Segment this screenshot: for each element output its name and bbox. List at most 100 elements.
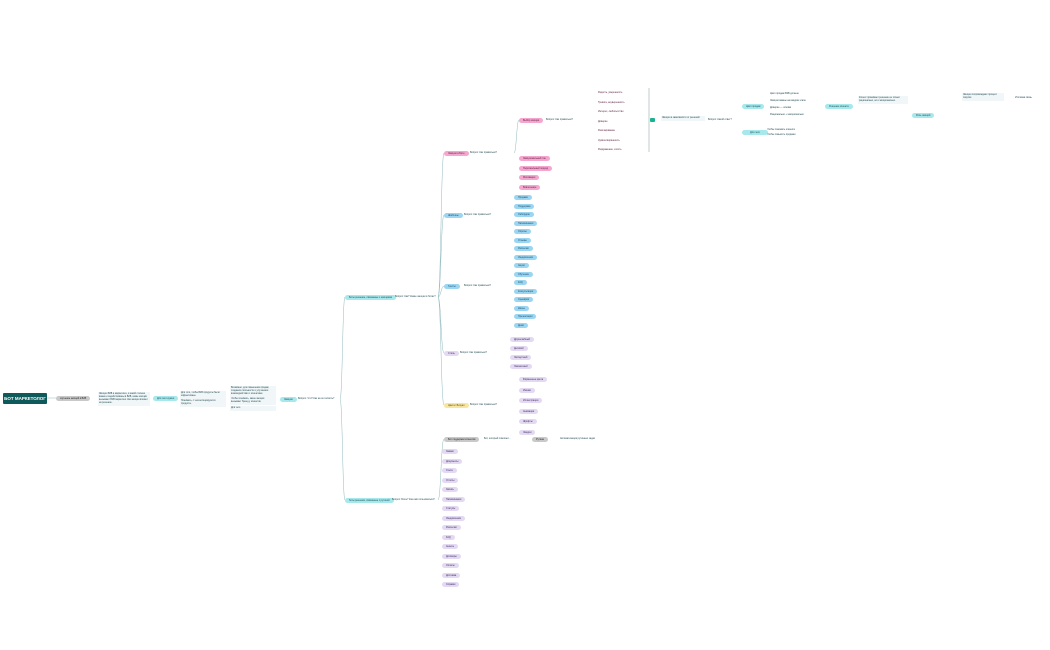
blue-leaf[interactable]: Поддержка xyxy=(514,203,535,209)
blue-leaf[interactable]: Консультации xyxy=(514,288,538,294)
branch-top-question: Вопрос: Как? Какие эмоции в ботах? xyxy=(395,295,436,298)
top-list-item[interactable]: Удовлетворённость xyxy=(598,138,620,142)
connector-line xyxy=(437,152,445,298)
top-r3-node[interactable]: Решение клиента xyxy=(825,104,853,109)
lav-leaf[interactable]: Экспертный xyxy=(510,355,532,360)
category-yellow-q: Вопрос: Как правильно? xyxy=(470,403,498,406)
blue-leaf[interactable]: Напоминания xyxy=(514,220,538,226)
blue-leaf[interactable]: Квизы xyxy=(514,305,529,311)
blue-leaf[interactable]: Обучение xyxy=(514,271,533,277)
level3-desc-b: Чтобы понимать, какие эмоции вызывает бр… xyxy=(230,397,276,405)
category-blue[interactable]: Шаблоны xyxy=(444,213,463,218)
category-blue2[interactable]: Тексты xyxy=(444,284,460,289)
top-r1-desc-item: Цикл продаж B2B дольше xyxy=(770,92,799,95)
top-r1-desc-item: Эмоции важны на каждом этапе xyxy=(770,99,806,102)
bottom-leaf[interactable]: Счета xyxy=(442,468,457,473)
top-r1-desc-item: Рационально + эмоционально xyxy=(770,113,804,116)
blue-leaf[interactable]: Демо xyxy=(514,322,528,328)
level1-desc: Эмоции B2B в маркетинге, в какой степени… xyxy=(98,392,150,406)
pink-leaf[interactable]: Эмоциональный тон xyxy=(519,156,550,161)
bottom-mid-q: Автоматизация рутинных задач xyxy=(560,437,596,440)
bottom-leaf[interactable]: Уведомления xyxy=(442,515,465,521)
top-list-item[interactable]: Интерес, любопытство xyxy=(598,110,624,113)
yellow-leaf[interactable]: Иконки xyxy=(519,387,535,393)
bottom-head-q: Бот, который помогает... xyxy=(484,437,511,440)
top-r2-desc-item: Чтобы повысить продажи xyxy=(767,133,796,136)
top-r4-node[interactable]: Роль эмоций xyxy=(912,113,935,118)
bottom-leaf[interactable]: Анкеты xyxy=(442,544,459,549)
blue-leaf[interactable]: FAQ xyxy=(514,280,527,285)
blue-leaf[interactable]: Продажи xyxy=(514,195,532,200)
top-list-item[interactable]: Тревога, неуверенность xyxy=(598,100,625,104)
level3-desc-c: Для чего xyxy=(230,406,276,411)
yellow-leaf[interactable]: Эмодзи xyxy=(519,429,536,435)
bottom-leaf[interactable]: Справки xyxy=(442,582,460,587)
branch-bottom-node[interactable]: боты решения, связанные с рутиной xyxy=(345,498,394,503)
top-r3-desc: Клиент принимает решение не только рацио… xyxy=(858,96,908,104)
connector-line xyxy=(437,296,445,406)
lav-leaf[interactable]: Деловой xyxy=(510,346,528,351)
top-r1-desc-item: Доверие — основа xyxy=(770,106,792,109)
bottom-leaf[interactable]: FAQ xyxy=(442,534,455,540)
yellow-leaf[interactable]: Фирменные цвета xyxy=(519,377,548,382)
blue-leaf[interactable]: Акции xyxy=(514,263,529,268)
bottom-leaf[interactable]: Доставка xyxy=(442,572,461,578)
category-pink-q: Вопрос: Как правильно? xyxy=(470,151,498,154)
pink-leaf[interactable]: Персональный подход xyxy=(519,165,553,171)
category-pink[interactable]: Эмоции в Боте xyxy=(444,151,469,156)
level4-question: Вопрос: Что? Как на это влиять? xyxy=(298,397,335,400)
category-lav[interactable]: Стиль xyxy=(444,351,459,356)
blue-leaf[interactable]: Уведомления xyxy=(514,254,537,260)
blue-leaf[interactable]: Презентации xyxy=(514,314,537,319)
level4-node[interactable]: Эмоции xyxy=(280,397,297,402)
top-r1-node[interactable]: Цикл продаж xyxy=(742,104,765,109)
yellow-leaf[interactable]: Анимация xyxy=(519,408,539,414)
top-list-item[interactable]: Доверие xyxy=(598,119,608,123)
connector-line xyxy=(437,438,445,501)
category-yellow[interactable]: Цвета / Визуал xyxy=(444,403,469,408)
pink-leaf[interactable]: Мотивация xyxy=(519,175,540,180)
top-list-item[interactable]: Разочарование xyxy=(598,129,615,132)
connector-line xyxy=(339,398,346,501)
yellow-leaf[interactable]: Шрифты xyxy=(519,419,537,424)
top-mid-question: Вопрос: Какой ответ? xyxy=(708,118,732,121)
blue-leaf[interactable]: Опросы xyxy=(514,229,531,234)
bottom-leaf[interactable]: Статусы xyxy=(442,506,460,511)
yellow-leaf[interactable]: Иллюстрации xyxy=(519,398,543,403)
top-r4-desc: Эмоции сопровождают процесс покупки xyxy=(962,93,1004,101)
pink-leaf[interactable]: Вовлечение xyxy=(519,184,541,190)
level2-desc-a: Для того, чтобы B2B продукты были эффект… xyxy=(180,391,226,399)
level2-node[interactable]: Для чего нужно xyxy=(153,396,179,401)
top-r2-node[interactable]: Для чего xyxy=(742,130,768,135)
bottom-leaf[interactable]: Запись xyxy=(442,487,458,492)
level1-node[interactable]: изучение эмоций в B2B xyxy=(56,396,91,401)
bottom-leaf[interactable]: Отчёты xyxy=(442,477,459,483)
connector-line xyxy=(437,285,445,298)
bottom-leaf[interactable]: Документы xyxy=(442,458,463,464)
blue-leaf[interactable]: Отзывы xyxy=(514,237,531,243)
lav-leaf[interactable]: Лаконичный xyxy=(510,364,532,369)
bottom-leaf[interactable]: Рассылки xyxy=(442,525,461,530)
root-node[interactable]: БОТ МАРКЕТОЛОГ xyxy=(3,393,47,404)
connector-line xyxy=(339,296,346,400)
top-list-item[interactable]: Раздражение, злость xyxy=(598,148,622,151)
bottom-mid-node[interactable]: Рутина xyxy=(532,437,548,442)
top-list-item[interactable]: Радость, уверенность xyxy=(598,91,623,94)
connector-line xyxy=(513,119,520,154)
level2-desc-b: Понимать, с чем ассоциируются продукты. xyxy=(180,399,226,407)
top-r5-node[interactable]: Итоговая связь xyxy=(1015,96,1032,99)
blue-leaf[interactable]: Рассылки xyxy=(514,246,533,251)
bottom-leaf[interactable]: Заявки xyxy=(442,449,458,454)
category-lav-q: Вопрос: Как правильно? xyxy=(460,351,488,354)
blue-leaf[interactable]: Онбординг xyxy=(514,212,535,217)
lav-leaf[interactable]: Дружелюбный xyxy=(510,337,534,342)
bottom-leaf[interactable]: Договоры xyxy=(442,553,461,559)
bottom-leaf[interactable]: Оплаты xyxy=(442,563,459,568)
branch-top-node[interactable]: Боты решение, связанные с эмоциями xyxy=(345,295,397,300)
top-mid-marker xyxy=(650,118,655,122)
bottom-head-node[interactable]: Бот поддержки клиентов xyxy=(444,437,480,442)
bottom-leaf[interactable]: Напоминания xyxy=(442,496,466,502)
blue-leaf[interactable]: Сценарии xyxy=(514,297,534,302)
top-select-node[interactable]: Выбор эмоции xyxy=(519,118,544,123)
top-select-question: Вопрос: Как правильно? xyxy=(546,118,574,121)
